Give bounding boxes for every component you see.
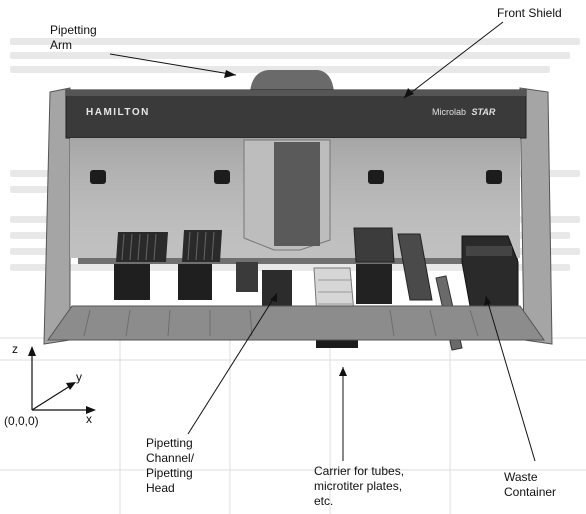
axis-label-origin: (0,0,0)	[4, 414, 39, 428]
arrow-heads	[224, 70, 491, 376]
label-waste-container-line-1: Waste	[504, 470, 538, 484]
axis-arrow-heads	[28, 346, 96, 414]
label-pipetting-arm-line-1: Pipetting	[50, 23, 97, 37]
label-pipetting-arm: Pipetting Arm	[50, 23, 97, 53]
deck-grooves	[83, 309, 479, 337]
label-waste-container: Waste Container	[504, 470, 556, 500]
front-shield-bar	[65, 89, 527, 139]
model-name: Microlab STAR	[432, 107, 496, 117]
brand-logo: HAMILTON	[86, 107, 150, 118]
label-pipetting-head-line-3: Pipetting	[146, 466, 193, 480]
axis-label-z: z	[12, 342, 18, 356]
label-carrier: Carrier for tubes, microtiter plates, et…	[314, 464, 404, 509]
label-carrier-line-1: Carrier for tubes,	[314, 464, 405, 478]
tip-rack-left-2	[178, 230, 222, 300]
label-pipetting-arm-line-2: Arm	[50, 38, 72, 52]
front-rail	[78, 258, 518, 264]
label-pipetting-head-line-1: Pipetting	[146, 436, 193, 450]
model-suffix: STAR	[472, 107, 496, 117]
deck-front	[47, 305, 545, 341]
label-pipetting-head-line-2: Channel/	[146, 451, 195, 465]
pipetting-arm-top	[250, 70, 334, 92]
front-shield-highlight	[66, 90, 526, 96]
label-pipetting-head: Pipetting Channel/ Pipetting Head	[146, 436, 194, 496]
label-front-shield: Front Shield	[497, 6, 562, 20]
tip-rack-left-1	[114, 232, 168, 300]
pipetting-head-core	[274, 142, 320, 246]
knobs	[90, 170, 502, 184]
axis-label-y: y	[76, 370, 82, 384]
right-side-panel	[519, 87, 553, 345]
coordinate-axes	[31, 354, 88, 411]
label-carrier-line-2: microtiter plates,	[314, 479, 403, 493]
leader-lines	[109, 21, 536, 462]
label-carrier-line-3: etc.	[314, 494, 334, 508]
label-pipetting-head-line-4: Head	[146, 481, 175, 495]
model-prefix: Microlab	[432, 107, 466, 117]
axis-label-x: x	[86, 412, 92, 426]
waste-container	[461, 235, 519, 307]
plate-rack-right-1	[353, 227, 395, 304]
carrier-small-1	[236, 262, 258, 292]
plate-rack-right-2	[397, 233, 433, 301]
label-waste-container-line-2: Container	[504, 485, 557, 499]
